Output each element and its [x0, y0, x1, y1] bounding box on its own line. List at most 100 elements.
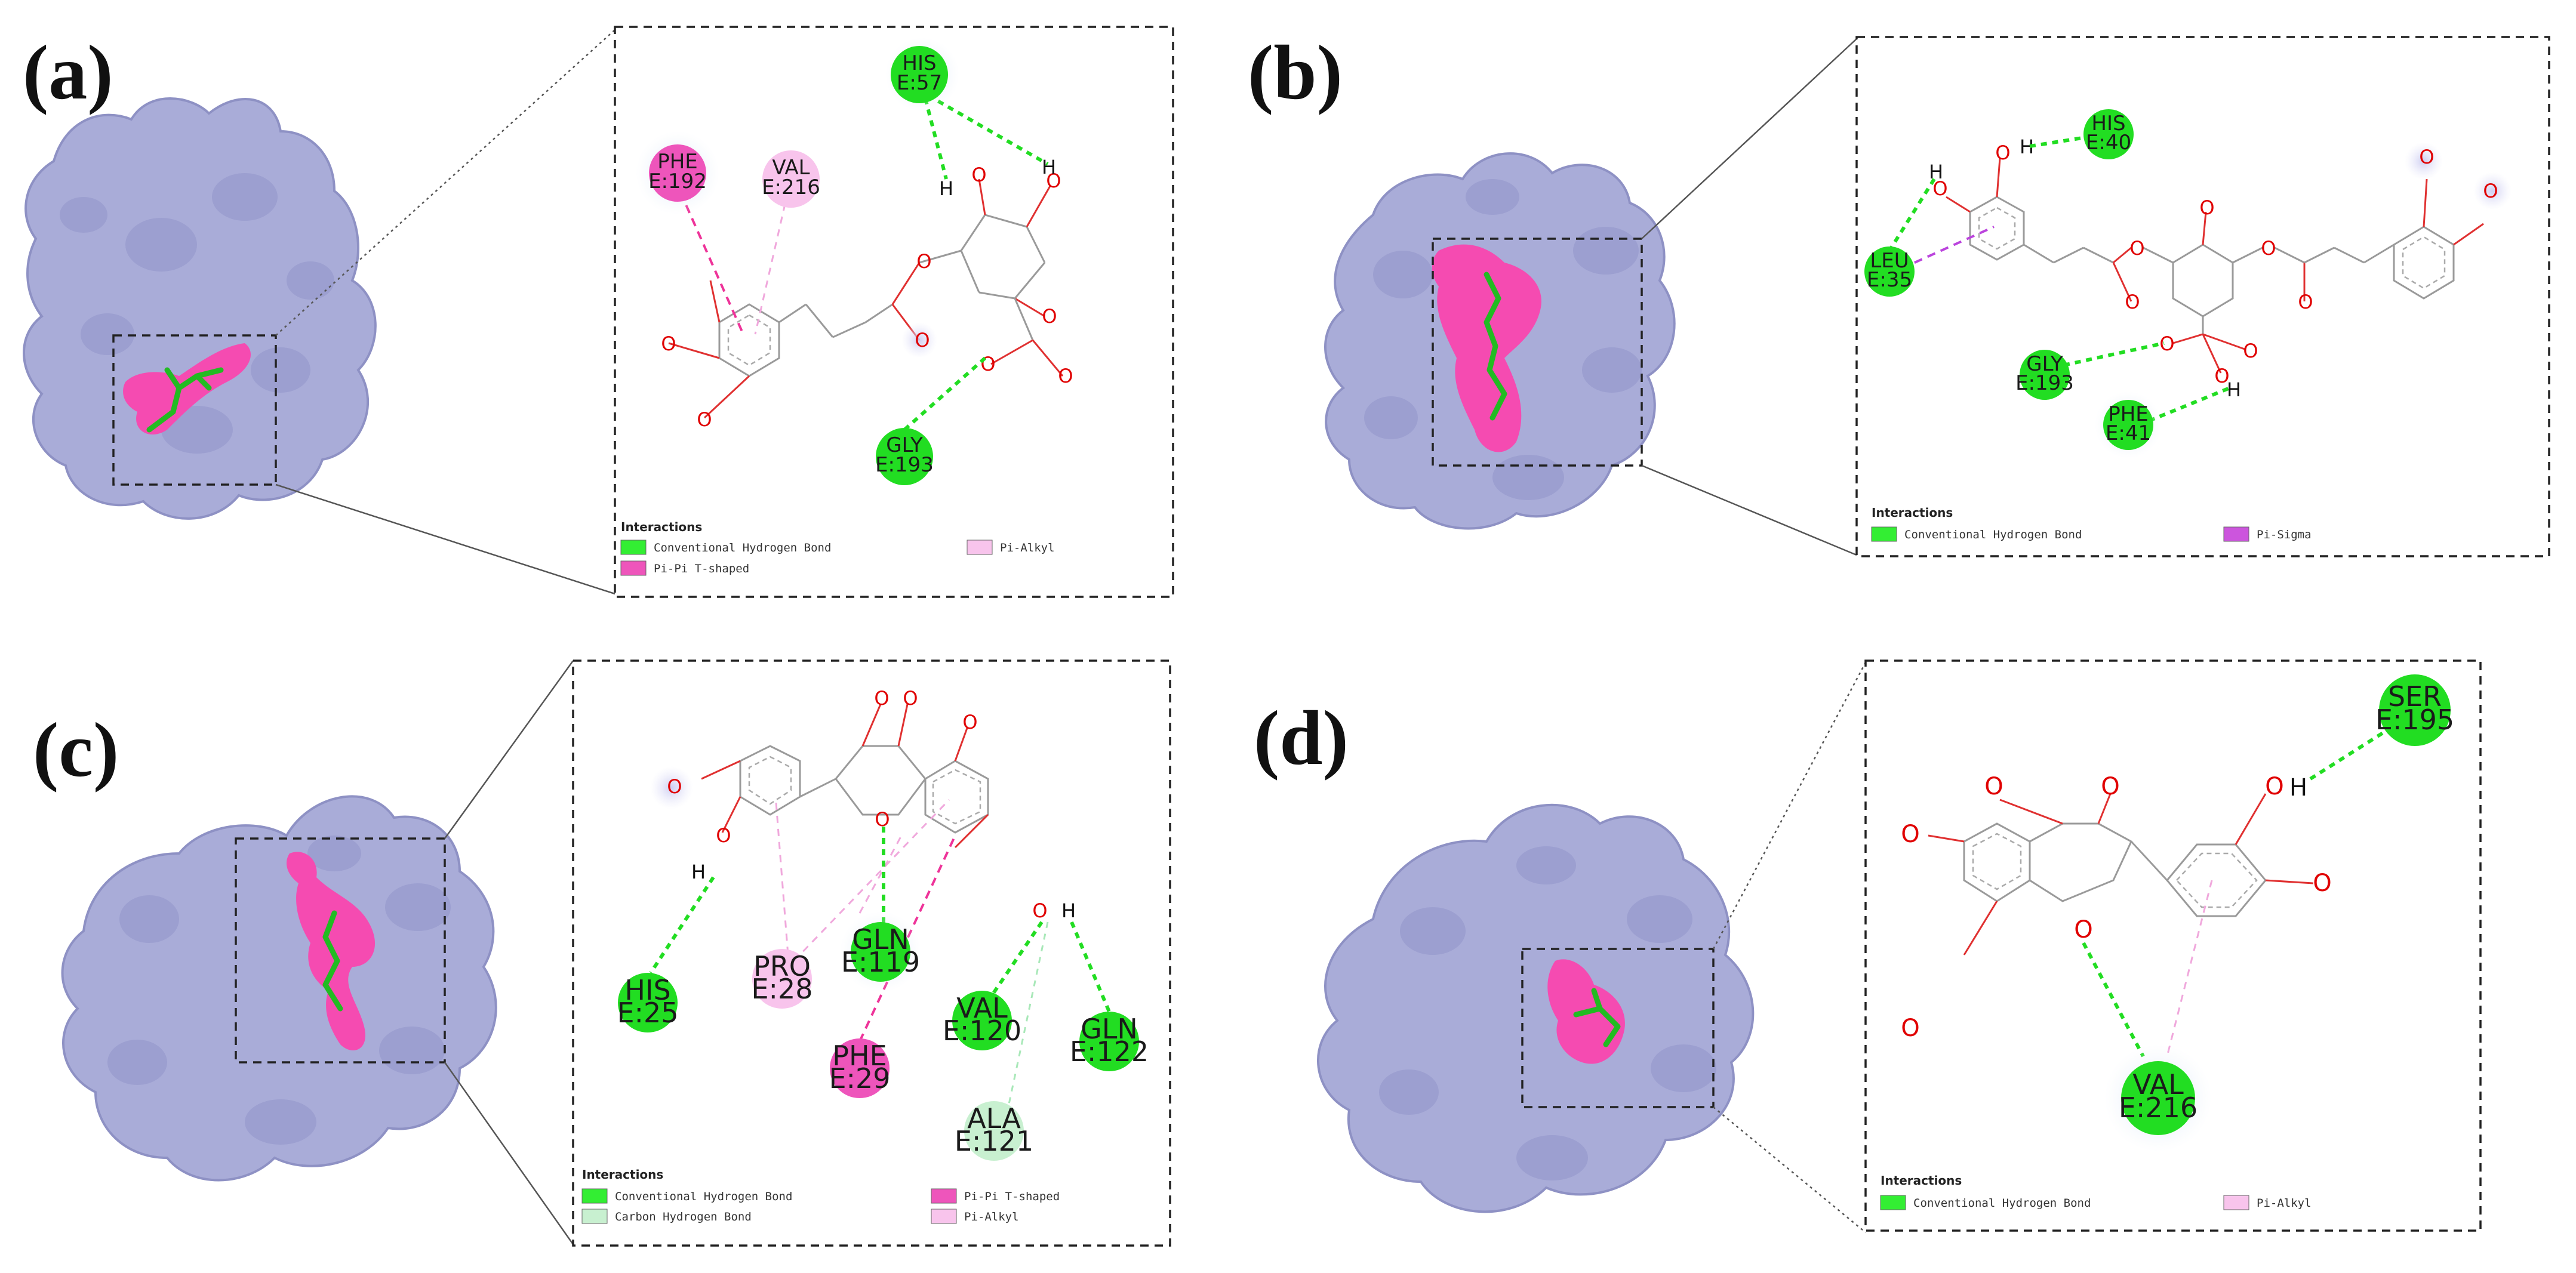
- panel-d: (d): [1254, 659, 2482, 1233]
- atom-o-9: O: [1058, 365, 1073, 387]
- atom-o: O: [2483, 180, 2498, 202]
- panel-a: (a): [23, 26, 1174, 598]
- residue-gln119-c: GLN E:119: [840, 911, 921, 992]
- res-name: HIS: [624, 974, 670, 1006]
- atom-o: O: [1032, 899, 1047, 922]
- res-id: E:193: [875, 453, 934, 477]
- guide-line-b1: [1641, 38, 1857, 239]
- atom-o: O: [2125, 291, 2140, 313]
- panel-c: (c): [33, 659, 1171, 1247]
- legend-item: Pi-Alkyl: [964, 1210, 1019, 1223]
- res-name: HIS: [902, 51, 936, 75]
- atom-o: O: [2265, 773, 2283, 800]
- atom-o: O: [2261, 237, 2276, 260]
- legend-item: Pi-Pi T-shaped: [964, 1190, 1060, 1203]
- guide-line-c2: [444, 1062, 574, 1245]
- atom-o-5: O: [971, 164, 986, 186]
- legend-item: Conventional Hydrogen Bond: [1904, 528, 2082, 541]
- residue-gly193-a: GLY E:193: [875, 428, 934, 485]
- legend-item: Pi-Alkyl: [2257, 1197, 2312, 1210]
- res-name: PHE: [832, 1040, 887, 1072]
- res-name: PHE: [657, 150, 698, 174]
- interaction-diagram-d: [1864, 659, 2482, 1232]
- residue-phe192-a: PHE E:192: [636, 131, 719, 215]
- residue-ala121-c: ALA E:121: [955, 1101, 1033, 1161]
- atom-o: O: [874, 687, 889, 710]
- residue-phe41-b: PHE E:41: [2095, 392, 2162, 458]
- legend-item: Conventional Hydrogen Bond: [1913, 1197, 2091, 1210]
- atom-h: H: [2227, 378, 2241, 401]
- legend-item: Carbon Hydrogen Bond: [615, 1210, 752, 1223]
- atom-o-6: O: [1046, 169, 1061, 192]
- interactions-b: [1888, 135, 2231, 423]
- zoom-box-c: [235, 837, 446, 1064]
- residue-gly193-b: GLY E:193: [2015, 350, 2074, 400]
- legend-a: Interactions Conventional Hydrogen Bond …: [620, 520, 1055, 576]
- interactions-c: [649, 799, 1112, 1105]
- atom-o: O: [2199, 196, 2214, 219]
- res-id: E:122: [1070, 1035, 1149, 1068]
- zoom-box-b: [1432, 238, 1643, 467]
- ligand-2d-a: O O O O O O O O O H H: [661, 156, 1073, 431]
- atom-o: O: [1995, 141, 2010, 164]
- legend-item: Conventional Hydrogen Bond: [654, 541, 831, 554]
- atom-o: O: [2313, 870, 2331, 897]
- atom-o-1: O: [661, 332, 676, 355]
- residue-pro28-c: PRO E:28: [751, 949, 813, 1009]
- atom-o: O: [1984, 773, 2003, 800]
- res-name: VAL: [2132, 1068, 2184, 1101]
- legend-item: Pi-Alkyl: [1000, 541, 1055, 554]
- residue-phe29-c: PHE E:29: [829, 1038, 891, 1098]
- panel-b: (b): [1248, 30, 2550, 557]
- interaction-diagram-c: [572, 659, 1171, 1247]
- res-id: E:121: [955, 1125, 1033, 1157]
- protein-surface-d: [1317, 803, 1755, 1213]
- atom-o: O: [2129, 237, 2144, 260]
- legend-c: Interactions Conventional Hydrogen Bond …: [581, 1167, 1060, 1224]
- legend-title: Interactions: [621, 520, 702, 534]
- res-name: SER: [2388, 680, 2442, 713]
- res-id: E:195: [2375, 704, 2454, 736]
- residue-val216-a: VAL E:216: [762, 150, 820, 208]
- legend-title: Interactions: [1881, 1173, 1962, 1188]
- res-id: E:216: [762, 175, 820, 199]
- residue-gln122-c: GLN E:122: [1070, 1012, 1149, 1071]
- res-name: HIS: [2091, 112, 2125, 135]
- atom-o: O: [2419, 146, 2434, 168]
- res-name: ALA: [967, 1102, 1021, 1135]
- legend-b: Interactions Conventional Hydrogen Bond …: [1871, 505, 2312, 542]
- interactions-a: [673, 94, 1049, 431]
- panel-label-a: (a): [23, 30, 113, 116]
- legend-item: Pi-Sigma: [2257, 528, 2312, 541]
- guide-line-b2: [1641, 464, 1857, 556]
- zoom-box-a: [112, 334, 277, 486]
- atom-o-7: O: [1042, 305, 1057, 328]
- interactions-d: [2082, 720, 2401, 1058]
- atom-o: O: [716, 824, 731, 847]
- res-id: E:57: [897, 71, 942, 95]
- zoom-box-d: [1521, 948, 1715, 1108]
- ligand-2d-d: O O O O O O O H: [1901, 773, 2331, 1042]
- atom-o: O: [667, 775, 682, 798]
- legend-title: Interactions: [582, 1167, 663, 1182]
- atom-h: H: [2289, 774, 2307, 802]
- atom-o-8: O: [980, 353, 995, 375]
- res-id: E:29: [829, 1062, 890, 1095]
- panel-label-c: (c): [33, 707, 119, 793]
- res-id: E:192: [648, 169, 707, 193]
- atom-o: O: [2243, 340, 2258, 362]
- res-id: E:120: [943, 1015, 1021, 1047]
- atom-o: O: [903, 687, 918, 710]
- legend-item: Conventional Hydrogen Bond: [615, 1190, 792, 1203]
- legend-title: Interactions: [1872, 505, 1953, 520]
- res-name: VAL: [772, 156, 810, 180]
- res-name: VAL: [956, 992, 1008, 1024]
- residue-his40-b: HIS E:40: [2083, 109, 2134, 159]
- residue-val120-c: VAL E:120: [943, 991, 1021, 1050]
- res-id: E:119: [841, 946, 920, 978]
- atom-h: H: [1061, 899, 1076, 922]
- guide-line-c1: [444, 660, 574, 839]
- res-id: E:35: [1867, 268, 1912, 292]
- atom-o: O: [2074, 916, 2092, 944]
